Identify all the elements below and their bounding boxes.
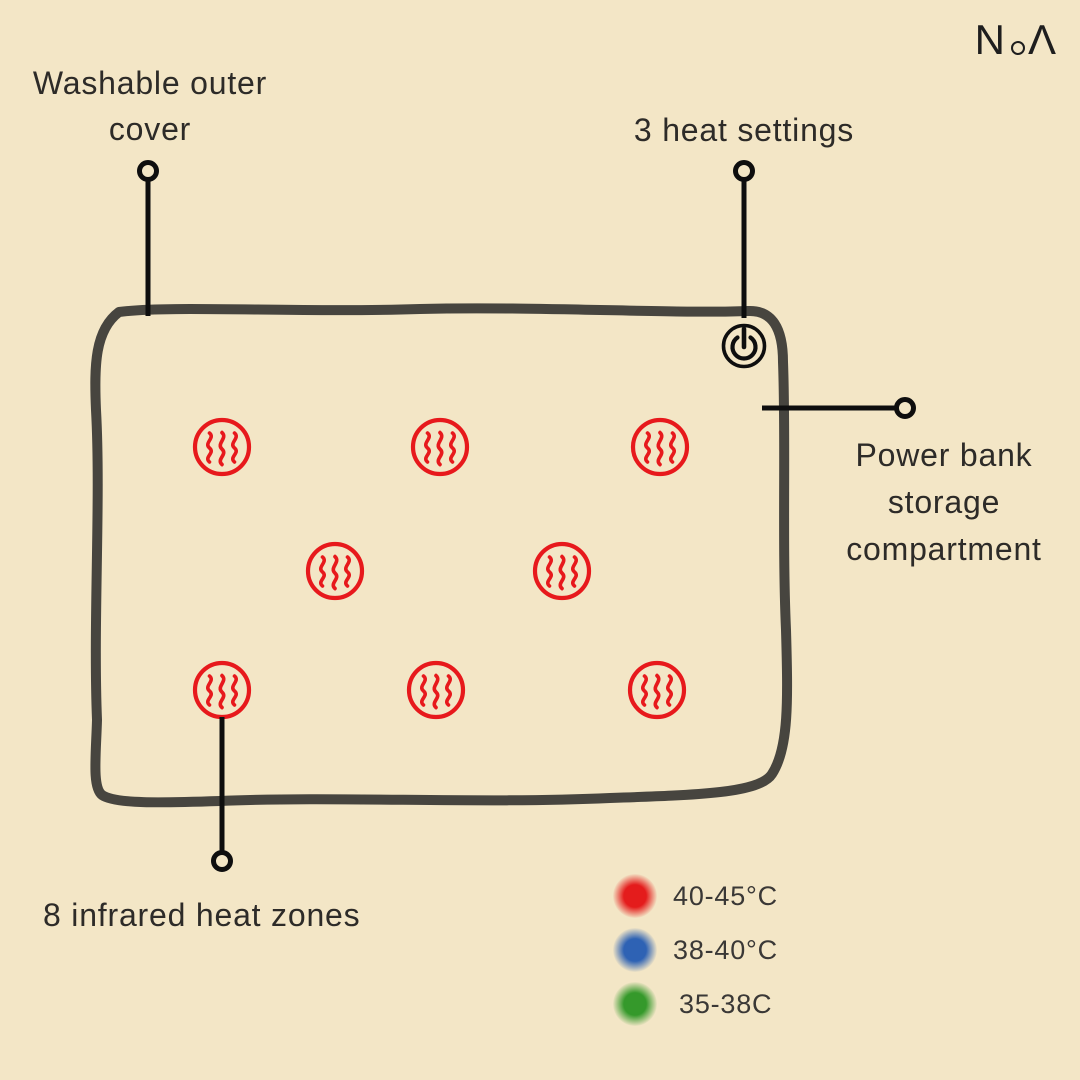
legend-dot-blue xyxy=(613,928,657,972)
heat-zone-icon xyxy=(195,663,249,717)
legend-label-medium: 38-40°C xyxy=(673,934,778,965)
blanket-outline xyxy=(90,303,793,808)
legend-item-low: 35-38C xyxy=(613,982,778,1026)
heat-zone-icon xyxy=(195,420,249,474)
legend-dot-green xyxy=(613,982,657,1026)
temperature-legend: 40-45°C 38-40°C 35-38C xyxy=(613,874,778,1026)
heat-zone-icon xyxy=(409,663,463,717)
callout-endpoint-washable-cover xyxy=(137,160,159,182)
legend-item-high: 40-45°C xyxy=(613,874,778,918)
power-bank-label: Power bank storage compartment xyxy=(846,437,1042,567)
legend-item-medium: 38-40°C xyxy=(613,928,778,972)
logo-letter-n: N xyxy=(974,16,1007,63)
heat-zones-label: 8 infrared heat zones xyxy=(43,897,361,933)
heat-zone-icon xyxy=(630,663,684,717)
logo-ring-icon xyxy=(1010,41,1025,55)
callout-lines xyxy=(137,160,916,872)
heat-settings-label: 3 heat settings xyxy=(633,112,855,148)
logo-letter-a: Λ xyxy=(1027,16,1058,63)
washable-cover-label: Washable outer cover xyxy=(32,65,268,147)
heat-zone-icon xyxy=(633,420,687,474)
heat-zone-icon xyxy=(308,544,362,598)
heat-zones-layer xyxy=(195,420,687,717)
callout-endpoint-heat-settings xyxy=(733,160,755,182)
callout-endpoint-heat-zones xyxy=(211,850,233,872)
legend-label-high: 40-45°C xyxy=(673,880,778,911)
power-button-icon xyxy=(721,323,767,369)
heat-zone-icon xyxy=(535,544,589,598)
callout-endpoint-power-bank xyxy=(894,397,916,419)
heat-zone-icon xyxy=(413,420,467,474)
legend-label-low: 35-38C xyxy=(679,988,773,1019)
legend-dot-red xyxy=(613,874,657,918)
